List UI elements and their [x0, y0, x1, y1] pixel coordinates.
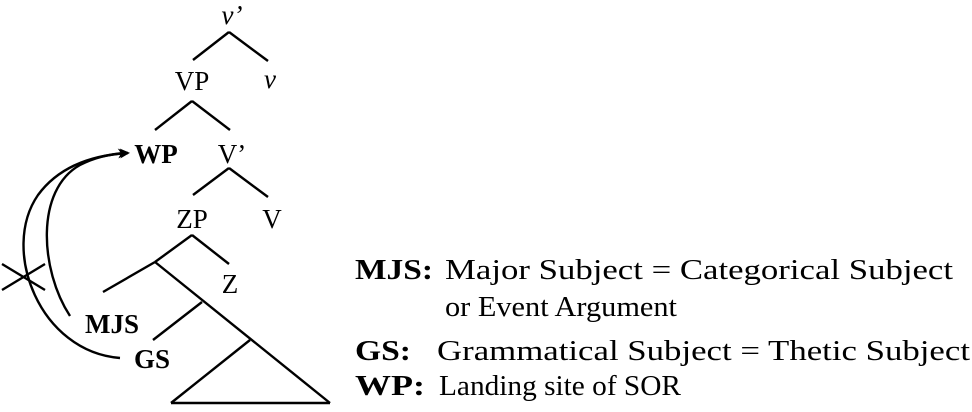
- node-v-bar: V’: [218, 139, 247, 169]
- node-mjs: MJS: [85, 309, 139, 339]
- legend-text-mjs: Major Subject = Categorical Subject: [445, 255, 953, 286]
- movement-arrow-mjs: [45, 148, 128, 317]
- node-v-bar-small: v’: [222, 0, 243, 30]
- legend-text-wp: Landing site of SOR: [439, 371, 681, 402]
- legend: MJS: Major Subject = Categorical Subject…: [355, 255, 970, 402]
- node-v: V: [262, 204, 282, 234]
- node-v-small: v: [264, 64, 276, 94]
- node-z: Z: [222, 269, 239, 299]
- legend-key-mjs: MJS:: [355, 255, 433, 286]
- blocked-cross-icon: [1, 262, 46, 292]
- node-wp: WP: [134, 139, 178, 169]
- node-zp: ZP: [176, 204, 208, 234]
- legend-key-wp: WP:: [355, 371, 425, 402]
- legend-key-gs: GS:: [355, 336, 411, 367]
- node-vp: VP: [175, 66, 210, 96]
- legend-text-mjs-continuation: or Event Argument: [445, 292, 677, 323]
- tree-branches: [102, 31, 331, 405]
- node-gs: GS: [134, 344, 170, 374]
- legend-text-gs: Grammatical Subject = Thetic Subject: [437, 336, 970, 367]
